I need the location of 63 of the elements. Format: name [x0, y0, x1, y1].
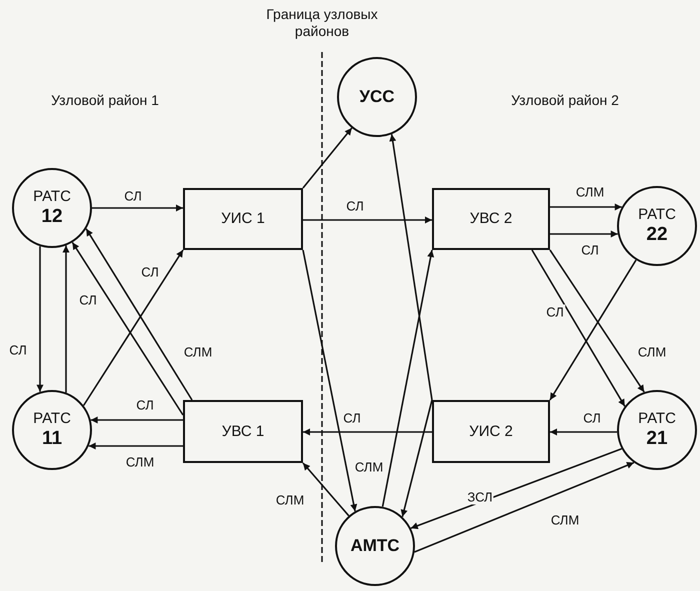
edge-label: СЛ [345, 198, 365, 214]
edge-label: СЛ [123, 188, 143, 204]
arrow [302, 128, 352, 188]
arrow [88, 442, 183, 450]
arrow [549, 250, 645, 393]
edge-label: СЛМ [636, 344, 668, 360]
arrow [400, 400, 433, 517]
edge-label: СЛ [78, 292, 98, 308]
arrow [550, 204, 622, 210]
region-label: Узловой район 1 [50, 92, 160, 109]
arrow [82, 250, 184, 406]
arrow [550, 230, 618, 238]
arrow [303, 216, 432, 224]
station-number: 22 [646, 224, 668, 246]
edge-label: СЛМ [574, 184, 606, 200]
node-label: РАТС [638, 206, 676, 224]
edge-label: СЛМ [550, 512, 580, 528]
arrow [531, 250, 626, 407]
edge-label: СЛМ [274, 492, 306, 508]
boundary-caption: Граница узловых районов [266, 6, 378, 40]
region-label: Узловой район 2 [510, 92, 620, 109]
node-label: УВС 2 [470, 210, 512, 228]
arrow [410, 448, 622, 530]
edge-label: СЛ [580, 242, 600, 258]
arrow [414, 462, 634, 553]
node-label: РАТС [638, 410, 676, 428]
arrow [389, 134, 433, 400]
edge-label: СЛ [140, 264, 160, 280]
edge-label: СЛ [545, 304, 565, 320]
edge-label: СЛ [342, 410, 362, 426]
arrow [549, 260, 637, 400]
edge-label: СЛ [135, 398, 155, 412]
edge-label: СЛ [8, 342, 28, 358]
arrow [72, 242, 184, 416]
edge-label: СЛМ [354, 460, 384, 474]
node-box [432, 400, 550, 463]
arrow [36, 246, 44, 392]
node-label: УВС 1 [222, 422, 264, 440]
arrow [90, 416, 183, 424]
node-label: УИС 1 [221, 210, 265, 228]
node-label: РАТС [33, 410, 71, 428]
node-box [183, 188, 303, 250]
station-number: 21 [646, 428, 668, 450]
edge-label: ЗСЛ [466, 490, 494, 504]
node-box [432, 188, 550, 250]
arrow [86, 228, 193, 400]
edge-label: СЛМ [182, 344, 214, 360]
edge-label: СЛМ [124, 454, 156, 470]
node-label: УИС 2 [469, 422, 513, 440]
arrow [92, 204, 183, 212]
arrow [302, 462, 350, 516]
station-number: 12 [41, 206, 63, 228]
node-label: УСС [359, 88, 395, 106]
node-label: РАТС [33, 188, 71, 206]
station-number: 11 [42, 428, 62, 450]
node-box [183, 400, 303, 463]
arrow [550, 428, 618, 436]
arrow [62, 246, 70, 392]
arrow [302, 250, 358, 512]
arrow [382, 250, 434, 507]
node-label: АМТС [350, 537, 400, 555]
arrow [303, 428, 432, 436]
edge-label: СЛ [582, 410, 602, 426]
